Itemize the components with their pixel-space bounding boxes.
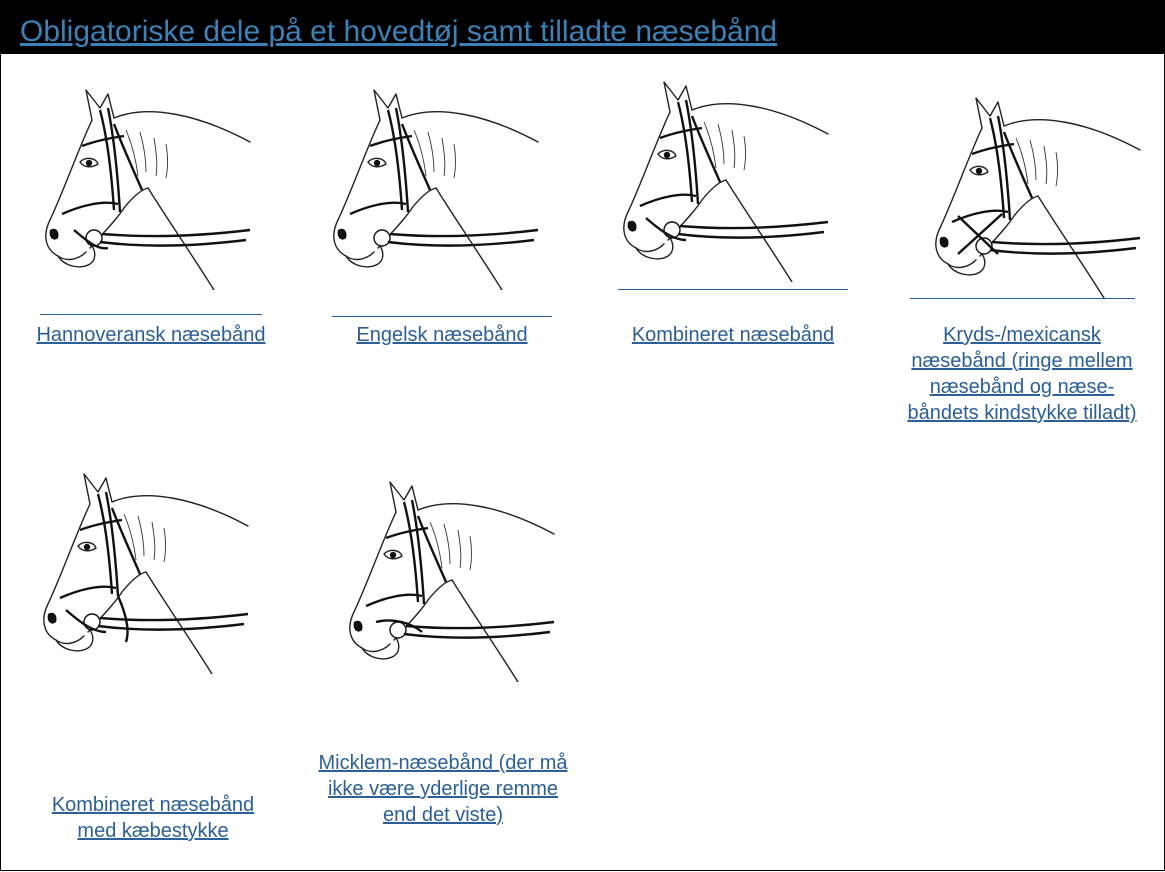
- horse-kryds-image: [918, 88, 1148, 300]
- horse-hannoveransk-image: [28, 80, 258, 292]
- caption-kombineret-kaebestykke[interactable]: Kombineret næsebånd med kæbestykke: [51, 794, 255, 842]
- horse-micklem-image: [332, 472, 562, 684]
- caption-micklem[interactable]: Micklem-næsebånd (der må ikke være yderl…: [318, 752, 568, 826]
- caption-rule: [332, 316, 552, 317]
- caption-rule: [40, 314, 262, 315]
- caption-kombineret[interactable]: Kombineret næsebånd: [631, 324, 835, 346]
- caption-rule: [910, 298, 1135, 299]
- caption-hannoveransk[interactable]: Hannoveransk næsebånd: [36, 324, 266, 346]
- horse-kombineret-kaebestykke-image: [26, 464, 256, 676]
- caption-engelsk[interactable]: Engelsk næsebånd: [356, 324, 528, 346]
- title-bar: Obligatoriske dele på et hovedtøj samt t…: [0, 0, 1165, 54]
- horse-engelsk-image: [316, 80, 546, 292]
- caption-kryds[interactable]: Kryds-/mexicansk næsebånd (ringe mellem …: [907, 324, 1137, 424]
- caption-rule: [618, 289, 848, 290]
- horse-kombineret-image: [606, 72, 836, 284]
- page-title-link[interactable]: Obligatoriske dele på et hovedtøj samt t…: [20, 15, 778, 48]
